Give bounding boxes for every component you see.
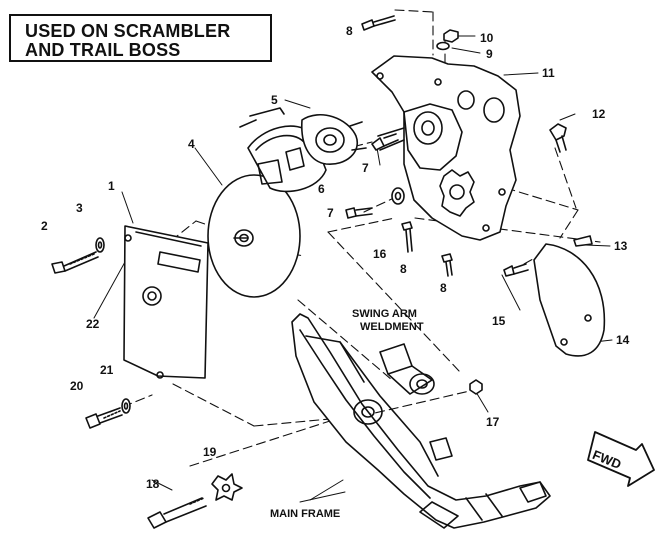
applicability-note-line-1: USED ON SCRAMBLER [25, 21, 231, 41]
applicability-note-line-2: AND TRAIL BOSS [25, 40, 181, 60]
callout-16: 16 [373, 247, 387, 261]
screw-part-7-lower [345, 207, 373, 219]
washer-part-3 [95, 237, 105, 253]
callout-18: 18 [146, 477, 160, 491]
main-frame-label: MAIN FRAME [270, 508, 341, 520]
forward-arrow-icon [587, 431, 655, 487]
washer-part-16 [391, 187, 405, 205]
swing-arm-weldment [379, 343, 435, 395]
swing-arm-label-line-1: SWING ARM [352, 308, 417, 320]
screw-part-7-upper [371, 133, 399, 151]
clutch-spider-part-6 [301, 114, 367, 165]
callout-22: 22 [86, 317, 100, 331]
gearcase-part-11 [371, 55, 521, 241]
screw-part-8-low [441, 253, 453, 277]
callout-14: 14 [616, 333, 630, 347]
bolt-part-18 [147, 497, 207, 529]
callout-2: 2 [41, 219, 48, 233]
drive-clutch-sheave-part-4 [207, 174, 301, 298]
screw-part-8-top [361, 15, 396, 31]
washer-part-21 [121, 398, 131, 414]
callout-13: 13 [614, 239, 628, 253]
washer-part-9 [436, 41, 450, 51]
bolt-part-2 [51, 251, 99, 274]
callout-11: 11 [542, 66, 555, 80]
backing-plate-part-1 [123, 225, 209, 379]
callout-5: 5 [271, 93, 278, 107]
screw-part-15 [503, 263, 529, 277]
bolt-part-20 [85, 407, 123, 429]
pin-part-13 [573, 235, 593, 247]
callout-8-low: 8 [440, 281, 447, 295]
callout-21: 21 [100, 363, 114, 377]
nut-part-10 [443, 29, 459, 43]
swing-arm-label-line-2: WELDMENT [360, 321, 424, 333]
main-frame [291, 313, 551, 529]
screw-part-8-mid [401, 221, 413, 253]
callout-9: 9 [486, 47, 493, 61]
callout-10: 10 [480, 31, 494, 45]
callout-7-upper: 7 [362, 161, 369, 175]
cover-part-14 [533, 243, 606, 357]
callout-17: 17 [486, 415, 500, 429]
callout-19: 19 [203, 445, 217, 459]
callout-15: 15 [492, 314, 506, 328]
bolt-part-12 [549, 123, 567, 153]
callout-20: 20 [70, 379, 84, 393]
callout-6: 6 [318, 182, 325, 196]
star-washer-part-19 [211, 473, 243, 501]
callout-3: 3 [76, 201, 83, 215]
callout-8-mid: 8 [400, 262, 407, 276]
callout-8-top: 8 [346, 24, 353, 38]
nut-part-17 [469, 379, 483, 395]
callout-7-lower: 7 [327, 206, 334, 220]
callout-12: 12 [592, 107, 606, 121]
applicability-note-box: USED ON SCRAMBLER AND TRAIL BOSS [9, 14, 272, 62]
callout-4: 4 [188, 137, 195, 151]
callout-1: 1 [108, 179, 115, 193]
